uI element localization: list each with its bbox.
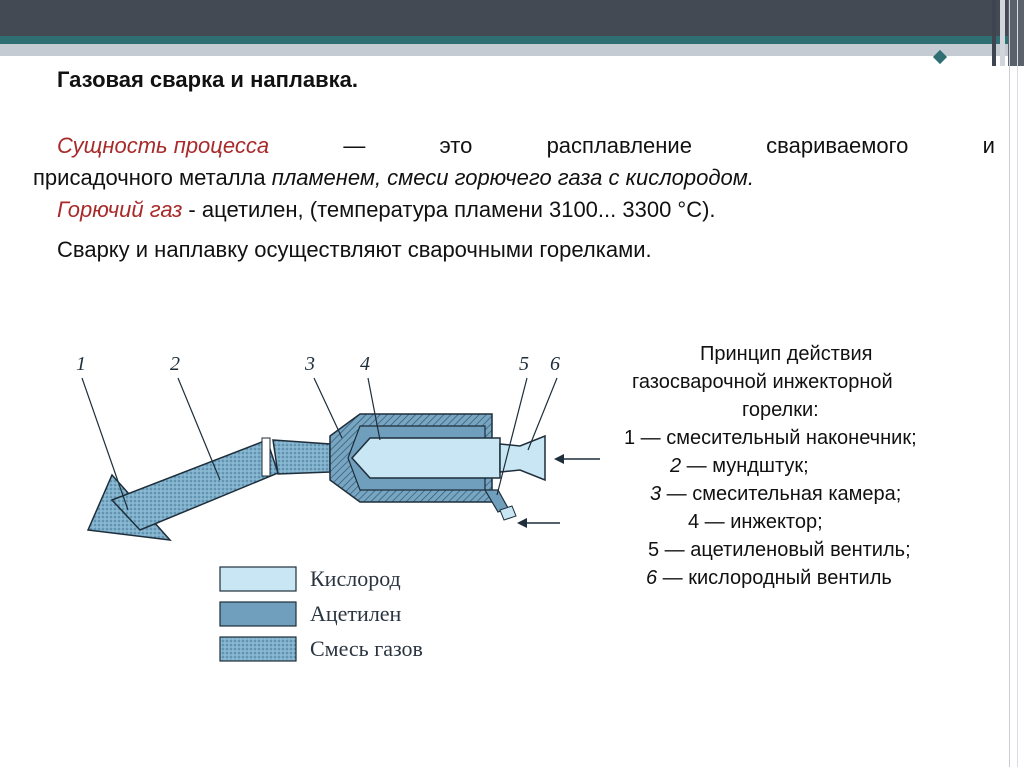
text-span: присадочного металла [33, 165, 272, 190]
term-fuel-gas: Горючий газ [57, 197, 183, 222]
paragraph-fuel-gas: Горючий газ - ацетилен, (температура пла… [57, 194, 1019, 226]
caption-item: 1 — смесительный наконечник; [620, 424, 1010, 452]
legend-label-mix: Смесь газов [310, 636, 423, 661]
item-number: 3 [650, 483, 662, 505]
paragraph-torches: Сварку и наплавку осуществляют сварочным… [57, 237, 652, 262]
legend-label-acetylene: Ацетилен [310, 601, 402, 626]
item-text: — кислородный вентиль [657, 567, 892, 589]
part-number-1: 1 [76, 353, 86, 375]
item-number: 2 [670, 455, 682, 477]
legend-swatch-oxygen [219, 566, 297, 592]
part-number-3: 3 [304, 353, 315, 375]
term-essence: Сущность процесса [57, 133, 270, 158]
word: расплавление [546, 133, 692, 158]
caption-item: 4 — инжектор; [620, 508, 1010, 536]
slide-title: Газовая сварка и наплавка. [57, 67, 358, 92]
ribbon-strip [992, 0, 996, 66]
paragraph-line: Сущность процесса — это расплавление сва… [33, 130, 995, 162]
caption-item: 3 — смесительная камера; [620, 480, 1010, 508]
mixing-chamber [272, 439, 331, 475]
item-number: 6 [646, 567, 658, 589]
word: и [982, 133, 995, 158]
header-accent-line [0, 36, 1024, 44]
item-text: — ацетиленовый вентиль; [659, 539, 911, 561]
header-bar [0, 0, 1024, 36]
torch-diagram: 1 2 3 4 5 6 Кислород Ацетилен Смесь газо… [76, 353, 600, 662]
item-text: — смесительный наконечник; [635, 427, 917, 449]
ribbon-strip [1000, 0, 1005, 66]
paragraph-line: присадочного металла пламенем, смеси гор… [33, 162, 995, 194]
caption-line: газосварочной инжекторной [632, 371, 893, 393]
italic-span: пламенем, смеси горючего газа с кислород… [271, 165, 754, 190]
legend-swatch-acetylene [219, 601, 297, 627]
item-number: 4 [688, 511, 700, 533]
header-grey-band [0, 44, 1024, 56]
part-number-4: 4 [360, 353, 370, 375]
part-number-2: 2 [170, 353, 180, 375]
oxygen-valve [499, 434, 546, 482]
caption-line: горелки: [742, 399, 819, 421]
legend-label-oxygen: Кислород [310, 566, 401, 591]
item-number: 5 [648, 539, 660, 561]
right-border-line [1017, 0, 1018, 767]
item-text: — инжектор; [699, 511, 823, 533]
word: свариваемого [766, 133, 909, 158]
ribbon-strip [1008, 0, 1024, 66]
part-number-6: 6 [550, 353, 560, 375]
legend-swatch-mix [219, 636, 297, 662]
paragraph-essence: Сущность процесса — это расплавление сва… [33, 130, 995, 194]
text-span: - ацетилен, (температура пламени 3100...… [182, 197, 716, 222]
caption-item: 2 — мундштук; [620, 452, 1010, 480]
right-border-line [1009, 0, 1010, 767]
item-text: — мундштук; [681, 455, 809, 477]
diagram-caption: Принцип действия газосварочной инжекторн… [620, 340, 1010, 592]
mouthpiece-tube [110, 439, 279, 531]
item-number: 1 [624, 427, 636, 449]
item-text: — смесительная камера; [661, 483, 902, 505]
caption-line: Принцип действия [700, 343, 873, 365]
caption-item: 5 — ацетиленовый вентиль; [620, 536, 1010, 564]
part-number-5: 5 [519, 353, 529, 375]
word: — [343, 133, 366, 158]
caption-item: 6 — кислородный вентиль [620, 564, 1010, 592]
word: это [439, 133, 473, 158]
injector [350, 437, 501, 479]
